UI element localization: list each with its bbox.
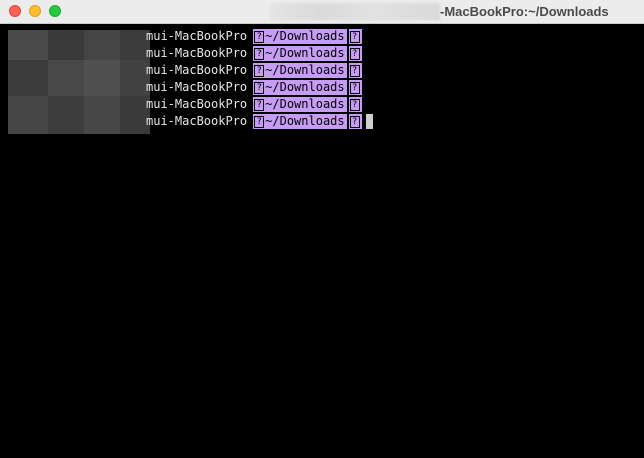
prompt-end-segment: ?	[348, 80, 362, 95]
missing-glyph-icon: ?	[254, 30, 265, 43]
prompt-path-segment: ? ~/Downloads	[253, 97, 347, 112]
prompt-path: ~/Downloads	[265, 80, 345, 94]
prompt-line-active: mui-MacBookPro ? ~/Downloads ?	[146, 113, 373, 130]
prompt-line: mui-MacBookPro ? ~/Downloads ?	[146, 96, 373, 113]
prompt-host: mui-MacBookPro	[146, 46, 248, 60]
missing-glyph-icon: ?	[349, 64, 360, 77]
prompt-line: mui-MacBookPro ? ~/Downloads ?	[146, 28, 373, 45]
prompt-end-segment: ?	[348, 63, 362, 78]
prompt-path: ~/Downloads	[265, 97, 345, 111]
redacted-username-region	[8, 30, 150, 134]
prompt-line: mui-MacBookPro ? ~/Downloads ?	[146, 79, 373, 96]
prompt-end-segment: ?	[348, 29, 362, 44]
prompt-path-segment: ? ~/Downloads	[253, 63, 347, 78]
title-bar[interactable]: -MacBookPro:~/Downloads	[0, 0, 644, 24]
missing-glyph-icon: ?	[254, 81, 265, 94]
close-window-button[interactable]	[9, 5, 21, 17]
prompt-path: ~/Downloads	[265, 63, 345, 77]
prompt-host: mui-MacBookPro	[146, 114, 248, 128]
prompt-host: mui-MacBookPro	[146, 63, 248, 77]
missing-glyph-icon: ?	[254, 98, 265, 111]
missing-glyph-icon: ?	[254, 47, 265, 60]
prompt-lines: mui-MacBookPro ? ~/Downloads ? mui-MacBo…	[146, 28, 373, 130]
missing-glyph-icon: ?	[349, 30, 360, 43]
redacted-title-region	[270, 3, 440, 20]
prompt-path-segment: ? ~/Downloads	[253, 114, 347, 129]
prompt-host: mui-MacBookPro	[146, 97, 248, 111]
prompt-end-segment: ?	[348, 97, 362, 112]
missing-glyph-icon: ?	[349, 115, 360, 128]
terminal-output[interactable]: mui-MacBookPro ? ~/Downloads ? mui-MacBo…	[0, 24, 644, 458]
prompt-path-segment: ? ~/Downloads	[253, 29, 347, 44]
prompt-line: mui-MacBookPro ? ~/Downloads ?	[146, 62, 373, 79]
window-title: -MacBookPro:~/Downloads	[440, 4, 609, 19]
prompt-end-segment: ?	[348, 114, 362, 129]
missing-glyph-icon: ?	[349, 47, 360, 60]
prompt-path: ~/Downloads	[265, 46, 345, 60]
prompt-path-segment: ? ~/Downloads	[253, 46, 347, 61]
prompt-end-segment: ?	[348, 46, 362, 61]
text-cursor	[365, 114, 373, 129]
prompt-path-segment: ? ~/Downloads	[253, 80, 347, 95]
missing-glyph-icon: ?	[349, 98, 360, 111]
prompt-path: ~/Downloads	[265, 29, 345, 43]
prompt-host: mui-MacBookPro	[146, 29, 248, 43]
missing-glyph-icon: ?	[349, 81, 360, 94]
prompt-line: mui-MacBookPro ? ~/Downloads ?	[146, 45, 373, 62]
prompt-path: ~/Downloads	[265, 114, 345, 128]
missing-glyph-icon: ?	[254, 115, 265, 128]
prompt-host: mui-MacBookPro	[146, 80, 248, 94]
minimize-window-button[interactable]	[29, 5, 41, 17]
zoom-window-button[interactable]	[49, 5, 61, 17]
missing-glyph-icon: ?	[254, 64, 265, 77]
